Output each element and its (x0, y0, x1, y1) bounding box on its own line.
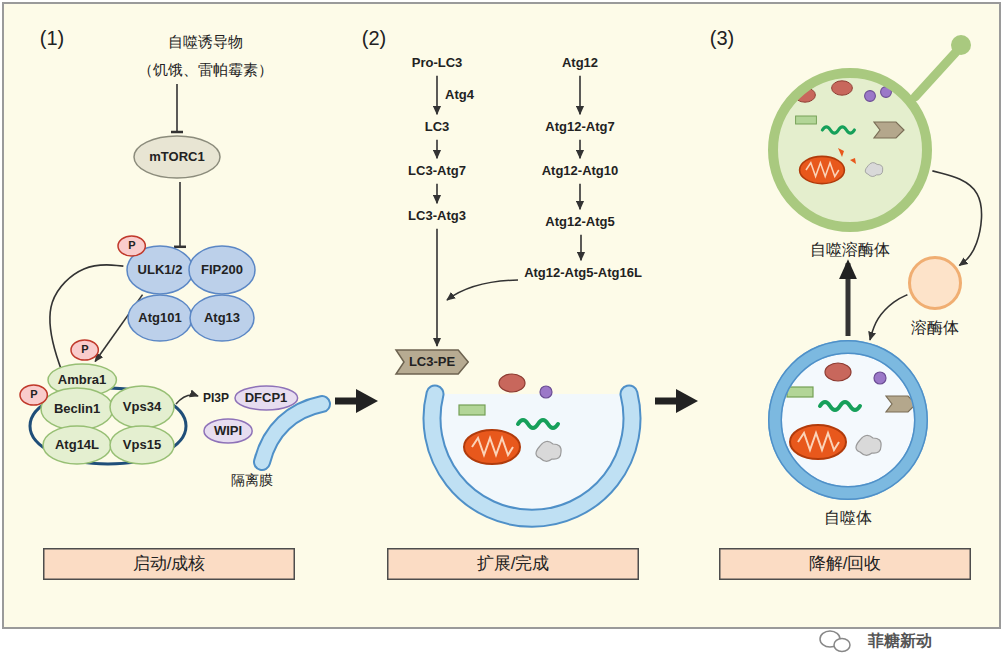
autophagosome-shape (768, 340, 928, 500)
complex-ellipse: mTORC1 (133, 135, 221, 179)
phospho-mark: P (19, 384, 48, 406)
node-text: Pro-LC3 (412, 55, 463, 71)
watermark: 菲糖新动 (868, 631, 932, 650)
node-text: Atg13 (204, 310, 240, 326)
node-text: Atg14L (55, 437, 99, 453)
arrow (580, 235, 582, 260)
protein-ellipse: Atg14L (42, 425, 112, 465)
inhibition-line (176, 84, 178, 132)
arrow (579, 140, 581, 158)
pathway-step: Atg12-Atg7 (541, 117, 618, 137)
arrow (846, 263, 851, 336)
node-text: Atg12-Atg5 (545, 214, 614, 230)
node-text: 自噬诱导物 (168, 33, 243, 51)
pathway-step: Pro-LC3 (408, 53, 467, 73)
node-text: P (81, 343, 88, 356)
node-text: Atg12-Atg10 (542, 163, 619, 179)
arrow (932, 171, 981, 266)
protein-ellipse: WIPI (203, 418, 253, 444)
edge-label: Atg4 (445, 87, 474, 103)
node-text: Atg101 (138, 310, 181, 326)
node-text: 自噬体 (824, 508, 872, 527)
lipid-label: PI3P (203, 391, 229, 405)
node-text: LC3-PE (409, 354, 455, 370)
node-text: （饥饿、雷帕霉素） (138, 61, 273, 79)
pathway-step: Atg12-Atg5 (541, 212, 618, 232)
node-text: Atg12-Atg5-Atg16L (524, 265, 642, 281)
inducer-text: 自噬诱导物 （饥饿、雷帕霉素） (134, 31, 277, 81)
inhibition-line (179, 182, 181, 247)
node-text: Beclin1 (54, 401, 100, 417)
node-text: DFCP1 (245, 390, 288, 406)
phospho-mark: P (117, 235, 146, 257)
protein-ellipse: Atg101 (127, 294, 193, 342)
pathway-step: LC3 (421, 117, 454, 137)
pathway-step: LC3-Atg3 (404, 206, 470, 226)
node-text: ULK1/2 (138, 262, 183, 278)
autophagosome: 自噬体 (768, 340, 928, 527)
arrow (436, 76, 438, 114)
node-text: Vps15 (123, 437, 161, 453)
panel-number: (1) (40, 26, 64, 50)
node-text: Atg12 (562, 55, 598, 71)
node-text: Ambra1 (58, 372, 106, 388)
arrow (579, 76, 581, 114)
node-text: 溶酶体 (911, 318, 959, 337)
node-text: 扩展/完成 (477, 554, 550, 574)
protein-ellipse: Beclin1 (40, 387, 114, 431)
arrow (579, 184, 581, 209)
protein-ellipse: Vps34 (109, 385, 175, 429)
panel-number: (3) (710, 26, 734, 50)
autolysosome: 自噬溶酶体 (768, 68, 932, 259)
protein-ellipse: DFCP1 (234, 385, 299, 411)
pathway-step: Atg12-Atg10 (538, 161, 623, 181)
arrow (436, 184, 438, 203)
membrane-label: 隔离膜 (231, 472, 273, 489)
stage-box: 降解/回收 (719, 548, 971, 580)
protein-ellipse: FIP200 (188, 245, 256, 295)
lysosome: 溶酶体 (908, 256, 962, 337)
node-text: 自噬溶酶体 (810, 240, 890, 259)
arrow (436, 229, 438, 346)
node-text: LC3-Atg7 (408, 163, 466, 179)
protein-ellipse: Atg13 (189, 294, 255, 342)
node-text: WIPI (214, 423, 242, 439)
protein-ellipse: Vps15 (109, 425, 175, 465)
lysosome-shape (908, 256, 962, 310)
node-text: P (128, 239, 135, 252)
panel-number: (2) (362, 26, 386, 50)
pathway-step: LC3-Atg7 (404, 161, 470, 181)
node-text: LC3 (425, 119, 450, 135)
node-text: mTORC1 (149, 149, 204, 165)
node-text: 启动/成核 (133, 554, 206, 574)
arrow (436, 140, 438, 158)
pathway-step: Atg12-Atg5-Atg16L (520, 263, 646, 283)
lc3-pe-tag: LC3-PE (395, 349, 469, 375)
pathway-step: Atg12 (558, 53, 602, 73)
node-text: Vps34 (123, 399, 161, 415)
autolysosome-shape (768, 68, 932, 232)
node-text: LC3-Atg3 (408, 208, 466, 224)
stage-box: 启动/成核 (43, 548, 295, 580)
arrow (870, 295, 907, 340)
node-text: P (30, 388, 37, 401)
phospho-mark: P (70, 339, 99, 361)
stage-box: 扩展/完成 (387, 548, 639, 580)
node-text: Atg12-Atg7 (545, 119, 614, 135)
node-text: 降解/回收 (809, 554, 882, 574)
node-text: FIP200 (201, 262, 243, 278)
